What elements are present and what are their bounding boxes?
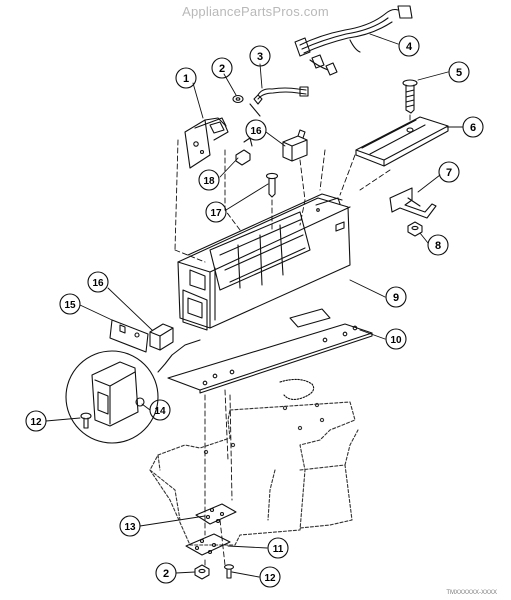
callout-number-9: 9 <box>393 292 399 304</box>
callout-number-16-top: 16 <box>250 126 262 137</box>
callout-number-16-left: 16 <box>92 278 104 289</box>
callout-1: 1 <box>175 67 197 89</box>
nut-top <box>232 94 244 104</box>
callout-number-11: 11 <box>273 544 284 555</box>
callout-7: 7 <box>438 161 460 183</box>
callout-15: 15 <box>59 293 81 315</box>
callout-number-12-detail: 12 <box>30 417 42 428</box>
screw-top <box>402 79 418 114</box>
callout-number-8: 8 <box>435 240 441 252</box>
callout-6: 6 <box>462 116 484 138</box>
callout-number-17: 17 <box>210 208 222 219</box>
alignment-lines <box>174 114 411 566</box>
callout-2-top: 2 <box>211 57 233 79</box>
leader-lines <box>45 33 464 578</box>
callout-5: 5 <box>448 61 470 83</box>
main-housing <box>177 193 351 331</box>
callout-number-1: 1 <box>183 73 189 85</box>
callout-number-18: 18 <box>203 176 215 187</box>
wire-harness-short <box>249 86 309 117</box>
callout-17: 17 <box>205 201 227 223</box>
screw-detail <box>80 412 92 429</box>
callout-number-2-bottom: 2 <box>163 568 169 580</box>
callout-12-bottom: 12 <box>259 566 281 588</box>
screw-middle <box>265 172 279 198</box>
callout-11: 11 <box>267 537 289 559</box>
cover-plate <box>355 116 449 167</box>
callout-10: 10 <box>385 328 407 350</box>
cabinet-top-outline <box>149 401 359 546</box>
drawing-code: TMXXXXXX-XXXX <box>446 590 497 596</box>
callout-14: 14 <box>149 399 171 421</box>
screw-bottom <box>223 564 235 579</box>
wire-harness-long <box>294 5 413 76</box>
bracket <box>389 187 437 219</box>
switch-left <box>149 323 174 351</box>
callout-2-bottom: 2 <box>155 562 177 584</box>
control-bracket <box>184 117 229 169</box>
switch-top <box>282 129 308 162</box>
nut-right <box>407 221 423 237</box>
callout-number-3: 3 <box>257 51 263 63</box>
callout-8: 8 <box>427 234 449 256</box>
base-plate <box>167 308 373 394</box>
callout-16-left: 16 <box>87 271 109 293</box>
callout-number-12-bottom: 12 <box>264 573 276 584</box>
callout-16-top: 16 <box>245 119 267 141</box>
callout-9: 9 <box>385 286 407 308</box>
callout-number-2-top: 2 <box>219 63 225 75</box>
callout-13: 13 <box>119 515 141 537</box>
watermark-text: AppliancePartsPros.com <box>182 4 329 19</box>
leveling-plate-lower <box>185 533 231 556</box>
callout-number-6: 6 <box>470 122 476 134</box>
callout-number-14: 14 <box>154 406 166 417</box>
callout-number-4: 4 <box>406 41 413 53</box>
small-clip <box>235 137 253 166</box>
callout-4: 4 <box>398 35 420 57</box>
detail-magnifier <box>65 339 201 444</box>
callout-12-detail: 12 <box>25 410 47 432</box>
callout-number-5: 5 <box>456 67 462 79</box>
nut-bottom <box>194 564 210 580</box>
mounting-plate <box>109 319 149 353</box>
callout-number-15: 15 <box>64 300 76 311</box>
callout-18: 18 <box>198 169 220 191</box>
cabinet-holes <box>203 402 325 455</box>
callout-number-10: 10 <box>390 335 402 346</box>
callout-number-13: 13 <box>124 522 136 533</box>
callout-number-7: 7 <box>446 167 452 179</box>
leveling-plate-upper <box>195 503 237 525</box>
callout-3: 3 <box>249 45 271 67</box>
bead-chain <box>279 378 315 401</box>
